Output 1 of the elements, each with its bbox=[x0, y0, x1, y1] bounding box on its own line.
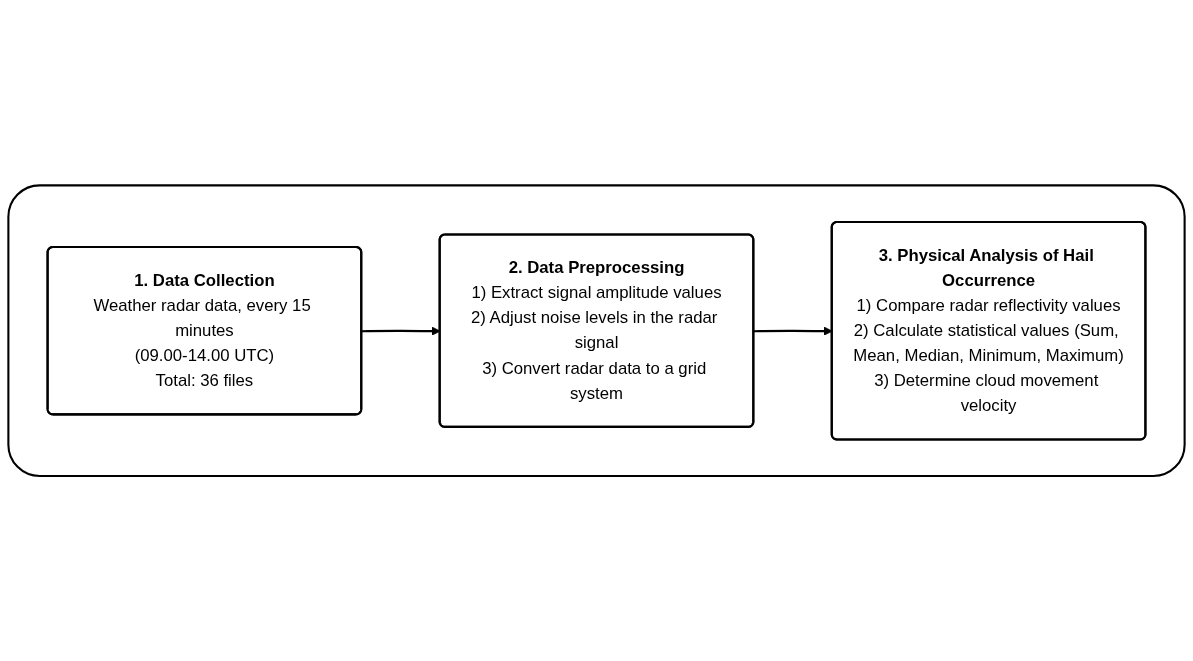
cluster bbox=[7, 184, 1186, 477]
